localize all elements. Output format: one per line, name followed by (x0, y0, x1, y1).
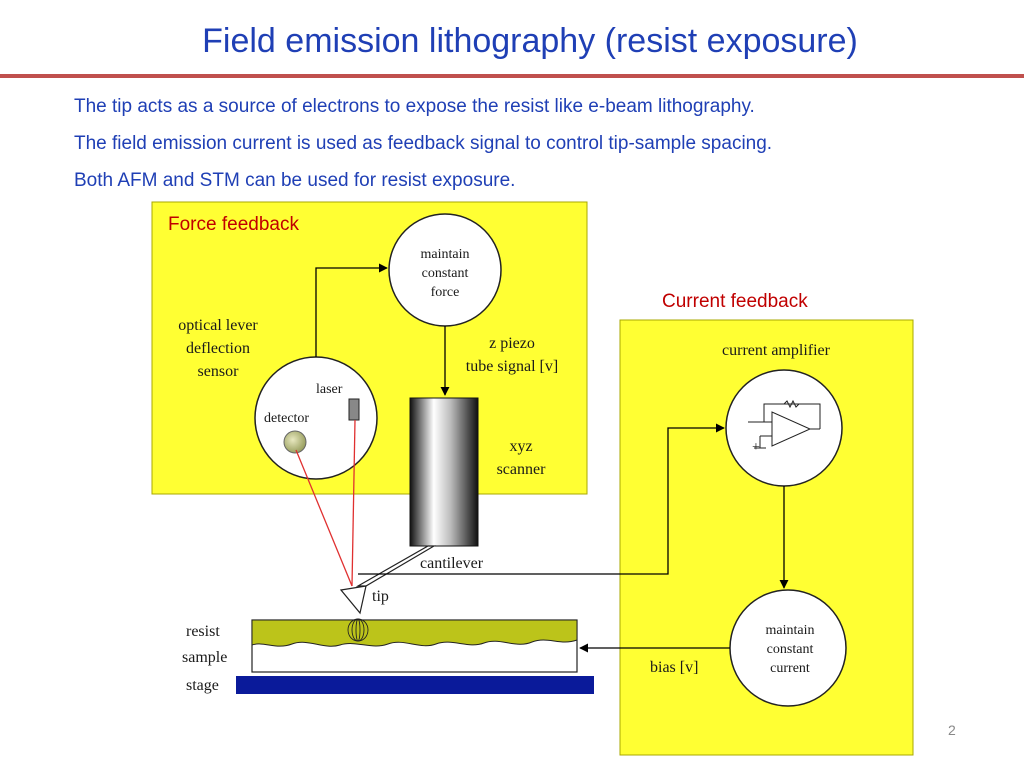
stage-block (236, 676, 594, 694)
xyz-scanner-cylinder (409, 397, 479, 547)
optical-sensor-line: sensor (198, 363, 240, 380)
current-amplifier-circle (725, 369, 843, 487)
laser-source (348, 398, 360, 421)
force-feedback-arrow (315, 263, 388, 357)
stage-label: stage (186, 677, 219, 694)
tip (339, 585, 367, 615)
title-divider (0, 74, 1024, 78)
bullet-item: The field emission current is used as fe… (74, 133, 773, 154)
exposure-spot (347, 618, 369, 642)
z-piezo-line: z piezo (489, 335, 535, 352)
tip-label: tip (372, 588, 389, 605)
xyz-scanner-line: xyz (509, 438, 532, 455)
resist-layer (251, 619, 578, 647)
laser-beam (295, 449, 353, 587)
xyz-scanner-line: scanner (497, 461, 547, 478)
detector-label: detector (264, 411, 309, 426)
bullet-item: Both AFM and STM can be used for resist … (74, 170, 516, 191)
force-feedback-label: Force feedback (168, 214, 299, 235)
maintain-force-line: force (431, 285, 460, 300)
sample-label: sample (182, 649, 227, 666)
laser-beam (351, 419, 356, 587)
z-piezo-line: tube signal [v] (466, 358, 558, 375)
slide-title: Field emission lithography (resist expos… (202, 22, 858, 60)
optical-sensor-line: optical lever (178, 317, 258, 334)
resist-label: resist (186, 623, 220, 640)
maintain-current-line: current (770, 661, 810, 676)
tip-current-line (358, 423, 725, 575)
maintain-current-line: maintain (766, 623, 815, 638)
current-feedback-label: Current feedback (662, 291, 808, 312)
maintain-force-line: maintain (421, 247, 470, 262)
cantilever-label: cantilever (420, 555, 484, 572)
bullet-list: The tip acts as a source of electrons to… (74, 92, 772, 203)
optical-sensor-line: deflection (186, 340, 250, 357)
op-amp-plus: + (752, 440, 760, 455)
current-amplifier-label: current amplifier (722, 342, 831, 359)
maintain-current-line: constant (767, 642, 814, 657)
laser-label: laser (316, 382, 343, 397)
detector-icon (283, 430, 307, 454)
maintain-force-line: constant (422, 266, 469, 281)
bullet-item: The tip acts as a source of electrons to… (74, 96, 755, 117)
slide-number: 2 (948, 722, 956, 738)
bias-label: bias [v] (650, 659, 698, 676)
op-amp-icon (748, 399, 821, 449)
